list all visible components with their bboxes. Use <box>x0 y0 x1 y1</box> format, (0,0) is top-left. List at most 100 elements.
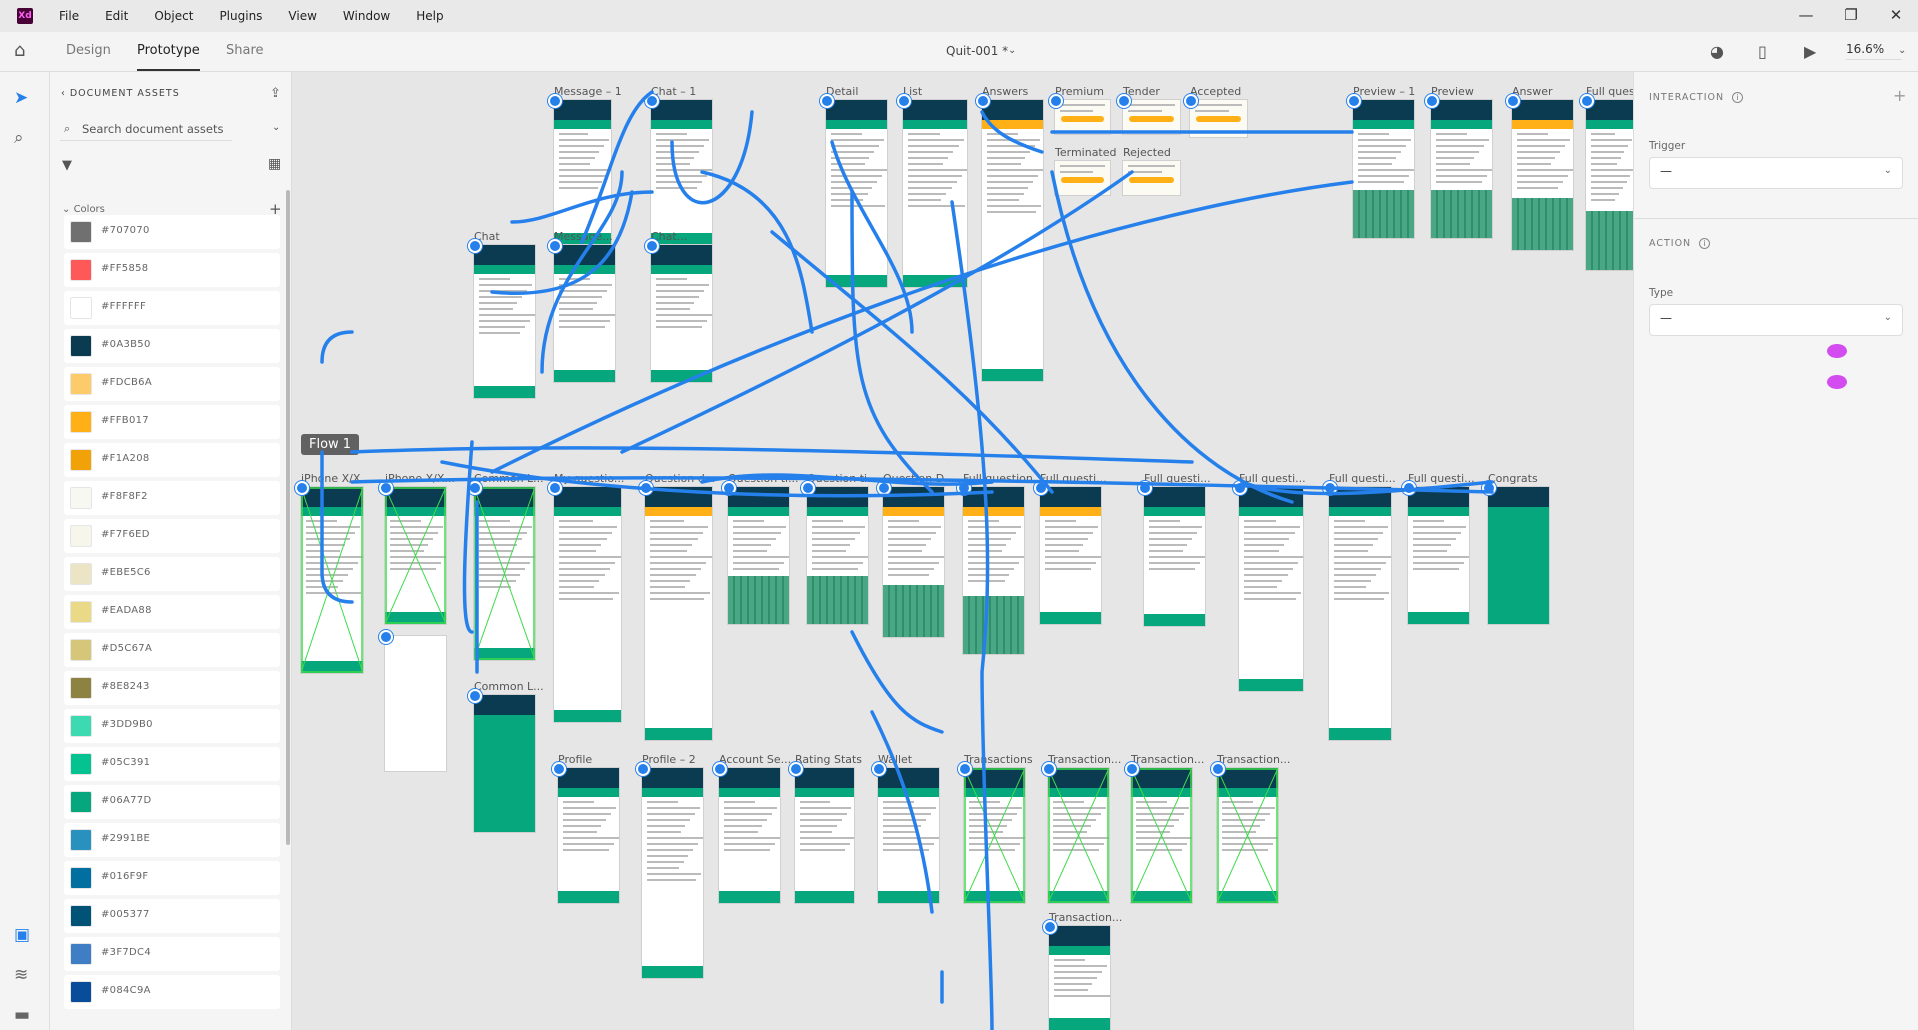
artboard-label[interactable]: Detail <box>826 85 859 98</box>
menu-file[interactable]: File <box>59 9 80 23</box>
prototype-wire[interactable] <box>700 170 814 334</box>
prototype-wire[interactable] <box>490 190 634 295</box>
artboard[interactable] <box>728 487 789 624</box>
artboard[interactable] <box>1131 768 1192 903</box>
add-color-icon[interactable]: + <box>269 200 282 218</box>
pin-icon[interactable] <box>897 94 911 108</box>
artboard-label[interactable]: Answer <box>1512 85 1553 98</box>
artboard[interactable] <box>385 487 446 624</box>
grid-view-icon[interactable]: ▦ <box>268 156 282 172</box>
artboard-label[interactable]: Chat – 1 <box>651 85 697 98</box>
prototype-wire[interactable] <box>440 460 994 498</box>
artboard[interactable] <box>1048 768 1109 903</box>
pin-icon[interactable] <box>1580 94 1594 108</box>
select-tool-icon[interactable]: ➤ <box>14 88 29 108</box>
trigger-dropdown[interactable]: —⌄ <box>1649 157 1903 189</box>
prototype-wire[interactable] <box>700 473 994 486</box>
color-swatch-item[interactable]: #05C391 <box>64 747 280 781</box>
artboard[interactable] <box>651 245 712 382</box>
prototype-wire[interactable] <box>770 230 1054 494</box>
prototype-wire[interactable] <box>350 476 1494 494</box>
color-swatch-item[interactable]: #0A3B50 <box>64 329 280 363</box>
menu-edit[interactable]: Edit <box>105 9 129 23</box>
artboard[interactable] <box>719 768 780 903</box>
artboard[interactable] <box>1329 487 1391 740</box>
pin-icon[interactable] <box>636 762 650 776</box>
color-swatch-item[interactable]: #FFFFFF <box>64 291 280 325</box>
pin-icon[interactable] <box>958 762 972 776</box>
artboard[interactable] <box>1144 487 1205 626</box>
prototype-wire[interactable] <box>870 710 934 914</box>
artboard-label[interactable]: Full questi... <box>1408 472 1475 485</box>
artboard-label[interactable]: Premium <box>1055 85 1104 98</box>
artboard-label[interactable]: Transaction... <box>1217 753 1291 766</box>
layers-icon[interactable]: ≋ <box>14 965 29 985</box>
artboard-label[interactable]: Chat... <box>651 230 688 243</box>
pin-icon[interactable] <box>1117 94 1131 108</box>
tab-share[interactable]: Share <box>226 43 264 58</box>
artboard-label[interactable]: Full questi... <box>1144 472 1211 485</box>
pin-icon[interactable] <box>1049 94 1063 108</box>
search-tool-icon[interactable]: ⌕ <box>14 128 24 148</box>
artboard-label[interactable]: Transaction... <box>1048 753 1122 766</box>
prototype-wire[interactable] <box>320 330 354 364</box>
document-title[interactable]: Quit-001 * <box>946 44 1009 58</box>
artboard[interactable] <box>1040 487 1101 624</box>
artboard[interactable] <box>1049 926 1110 1030</box>
prototype-wire[interactable] <box>670 110 754 205</box>
artboard-label[interactable]: Transaction... <box>1049 911 1123 924</box>
color-swatch-item[interactable]: #084C9A <box>64 975 280 1009</box>
pin-icon[interactable] <box>552 762 566 776</box>
artboard[interactable] <box>807 487 868 624</box>
pin-icon[interactable] <box>645 94 659 108</box>
assets-icon[interactable]: ▣ <box>14 925 31 945</box>
artboard-label[interactable]: Rating Stats <box>795 753 863 766</box>
pin-icon[interactable] <box>548 239 562 253</box>
prototype-wire[interactable] <box>350 446 1194 464</box>
info-icon[interactable]: i <box>1699 238 1711 249</box>
pin-icon[interactable] <box>872 762 886 776</box>
prototype-wire[interactable] <box>1050 170 1294 504</box>
zoom-level[interactable]: 16.6% <box>1846 42 1902 60</box>
device-preview-icon[interactable]: ▯ <box>1758 42 1767 61</box>
artboard[interactable] <box>1512 100 1573 250</box>
pin-icon[interactable] <box>1184 94 1198 108</box>
artboard[interactable] <box>554 245 615 382</box>
artboard-label[interactable]: Profile <box>558 753 593 766</box>
artboard[interactable] <box>301 487 363 673</box>
artboard[interactable] <box>558 768 619 903</box>
color-swatch-item[interactable]: #EBE5C6 <box>64 557 280 591</box>
search-chevron-icon[interactable]: ⌄ <box>272 122 281 133</box>
prototype-wire[interactable] <box>620 170 1134 454</box>
home-icon[interactable]: ⌂ <box>14 40 26 61</box>
artboard-label[interactable]: Message – 1 <box>554 85 622 98</box>
flow-start-badge[interactable]: Flow 1 <box>301 434 360 455</box>
artboard[interactable] <box>474 245 535 398</box>
artboard-label[interactable]: Full questi... <box>1329 472 1396 485</box>
filter-icon[interactable]: ▼ <box>62 158 72 173</box>
artboard[interactable] <box>1353 100 1414 238</box>
pin-icon[interactable] <box>820 94 834 108</box>
artboard[interactable] <box>1431 100 1492 238</box>
prototype-wire[interactable] <box>462 440 474 634</box>
artboard[interactable] <box>1217 768 1278 903</box>
restore-icon[interactable]: ❐ <box>1844 6 1858 24</box>
artboard[interactable] <box>982 100 1043 381</box>
artboard[interactable] <box>903 100 967 287</box>
artboard-label[interactable]: Transaction... <box>1131 753 1205 766</box>
artboard-label[interactable]: Full questi... <box>1239 472 1306 485</box>
prototype-wire[interactable] <box>580 90 654 244</box>
pin-icon[interactable] <box>468 689 482 703</box>
pin-icon[interactable] <box>1125 762 1139 776</box>
prototype-wire[interactable] <box>850 630 944 734</box>
info-icon[interactable]: i <box>1732 92 1744 103</box>
artboard[interactable] <box>883 487 944 637</box>
color-swatch-item[interactable]: #F8F8F2 <box>64 481 280 515</box>
prototype-wire[interactable] <box>490 180 1354 474</box>
zoom-chevron-icon[interactable]: ⌄ <box>1898 45 1907 56</box>
prototype-wire[interactable] <box>980 110 1044 154</box>
prototype-wire[interactable] <box>540 170 624 374</box>
prototype-wire[interactable] <box>830 140 914 334</box>
pin-icon[interactable] <box>548 94 562 108</box>
pin-icon[interactable] <box>468 239 482 253</box>
